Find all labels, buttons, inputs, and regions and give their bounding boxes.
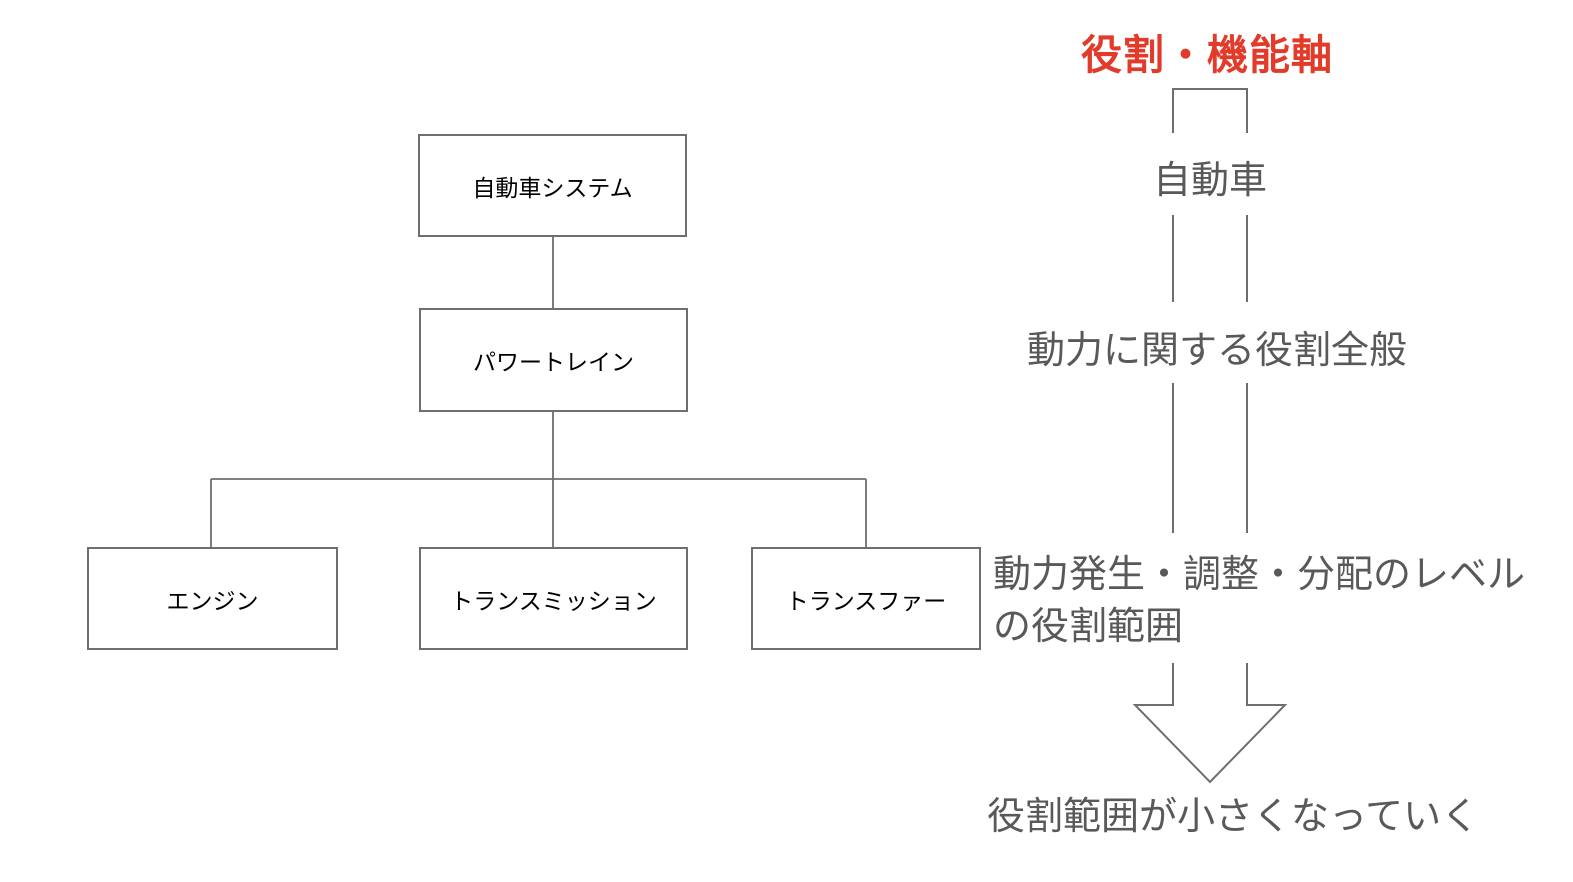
node-transmission-label: トランスミッション — [450, 587, 657, 614]
axis-label-power-gen-level-line1: 動力発生・調整・分配のレベル — [993, 554, 1526, 596]
node-engine: エンジン — [87, 547, 338, 650]
node-transfer: トランスファー — [751, 547, 981, 650]
axis-footer-note: 役割範囲が小さくなっていく — [987, 796, 1480, 838]
axis-label-power-roles: 動力に関する役割全般 — [1027, 330, 1408, 372]
node-transfer-label: トランスファー — [785, 587, 947, 614]
axis-label-power-gen-level-line2: の役割範囲 — [993, 606, 1184, 648]
node-automobile-system: 自動車システム — [418, 134, 687, 237]
node-automobile-system-label: 自動車システム — [472, 174, 633, 201]
node-powertrain-label: パワートレイン — [473, 349, 634, 375]
axis-label-automobile: 自動車 — [1152, 160, 1267, 202]
node-transmission: トランスミッション — [419, 547, 688, 650]
axis-title: 役割・機能軸 — [1081, 32, 1333, 78]
node-engine-label: エンジン — [166, 587, 259, 614]
node-powertrain: パワートレイン — [419, 308, 688, 412]
axis-label-power-gen-level: 動力発生・調整・分配のレベル の役割範囲 — [993, 549, 1525, 653]
